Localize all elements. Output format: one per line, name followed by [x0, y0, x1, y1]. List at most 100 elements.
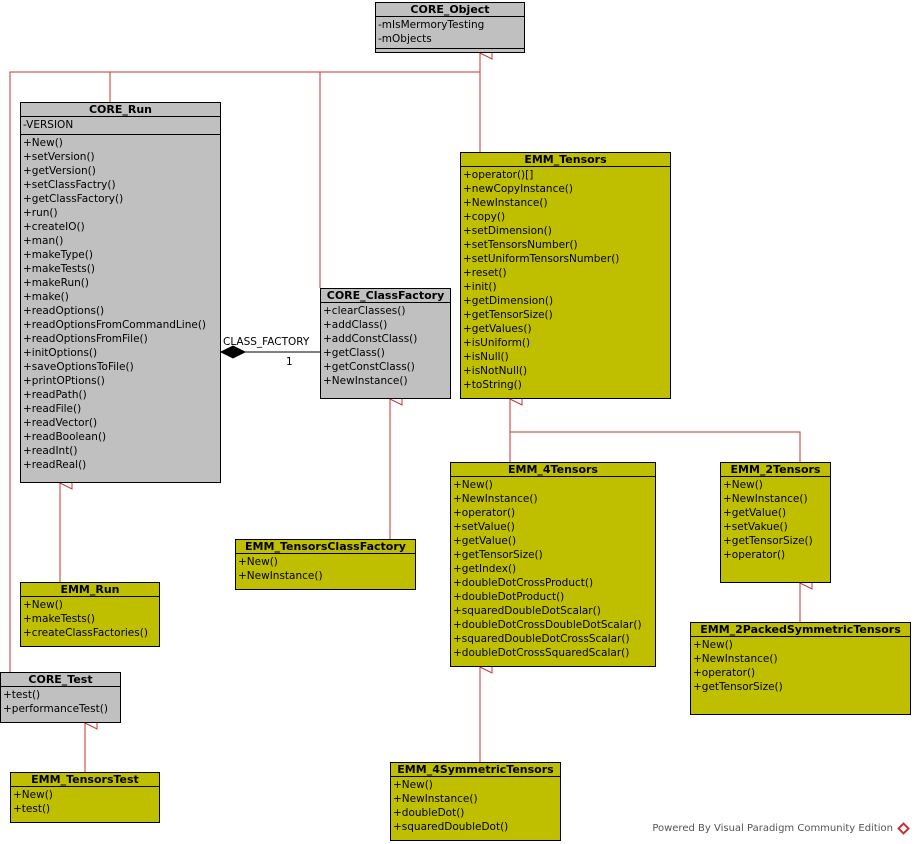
operation: +doubleDotCrossDoubleDotScalar() — [453, 619, 642, 631]
operation: +isNull() — [463, 351, 509, 363]
class-core-test[interactable]: CORE_Test +test() +performanceTest() — [0, 672, 121, 723]
operation: +getClass() — [323, 347, 385, 359]
attribute-compartment: -mIsMermoryTesting -mObjects — [376, 17, 524, 49]
class-name: EMM_TensorsTest — [11, 773, 159, 787]
operation: +printOPtions() — [23, 375, 105, 387]
operation: +getValues() — [463, 323, 532, 335]
operation: +clearClasses() — [323, 305, 406, 317]
operation: +getClassFactory() — [23, 193, 124, 205]
operation: +New() — [13, 789, 53, 801]
operation: +reset() — [463, 267, 507, 279]
class-core-run[interactable]: CORE_Run -VERSION +New()+setVersion()+getV… — [20, 102, 221, 483]
operation: +readReal() — [23, 459, 87, 471]
operation: +test() — [3, 689, 41, 701]
operation: +readOptionsFromCommandLine() — [23, 319, 207, 331]
operation: +NewInstance() — [723, 493, 808, 505]
operation: +New() — [238, 556, 278, 568]
operation: +getTensorSize() — [453, 549, 543, 561]
operation-compartment: +New() +NewInstance() +getValue() +setVakue… — [721, 477, 830, 563]
operation: +setClassFactry() — [23, 179, 116, 191]
class-name: CORE_Test — [1, 673, 120, 687]
operation: +getTensorSize() — [693, 681, 783, 693]
operation: +make() — [23, 291, 69, 303]
operation: +readOptionsFromFile() — [23, 333, 148, 345]
operation: +readInt() — [23, 445, 78, 457]
operation: +readVector() — [23, 417, 98, 429]
operation-compartment: +New() +makeTests() +createClassFactories(… — [21, 597, 159, 641]
class-emm-2tensors[interactable]: EMM_2Tensors +New() +NewInstance() +getValu… — [720, 462, 831, 583]
footer-text: Powered By Visual Paradigm Community Edi… — [652, 823, 893, 834]
composition-diamond — [219, 345, 247, 359]
operation: +operator() — [693, 667, 756, 679]
operation: +getTensorSize() — [723, 535, 813, 547]
operation-compartment: +New()+NewInstance()+doubleDot()+squared… — [391, 777, 560, 835]
class-emm-tensorsclassfactory[interactable]: EMM_TensorsClassFactory+New()+NewInstanc… — [235, 539, 416, 590]
operation: +makeTests() — [23, 263, 95, 275]
class-name: EMM_Run — [21, 583, 159, 597]
operation: +New() — [693, 639, 733, 651]
operation-compartment: +clearClasses()+addClass()+addConstClass… — [321, 303, 450, 389]
operation: +New() — [393, 779, 433, 791]
class-emm-4symmetrictensors[interactable]: EMM_4SymmetricTensors+New()+NewInstance(… — [390, 762, 561, 841]
operation: +run() — [23, 207, 58, 219]
operation: +setDimension() — [463, 225, 552, 237]
operation: +operator() — [453, 507, 516, 519]
operation: +NewInstance() — [693, 653, 778, 665]
class-emm-run[interactable]: EMM_Run +New() +makeTests() +createClassFac… — [20, 582, 160, 647]
operation: +getIndex() — [453, 563, 517, 575]
operation: +operator() — [723, 549, 786, 561]
operation: +squaredDoubleDotScalar() — [453, 605, 601, 617]
operation: +doubleDot() — [393, 807, 465, 819]
operation: +newCopyInstance() — [463, 183, 573, 195]
operation: +toString() — [463, 379, 522, 391]
association-multiplicity-label: 1 — [286, 356, 293, 368]
class-core-classfactory[interactable]: CORE_ClassFactory+clearClasses()+addClas… — [320, 288, 451, 399]
operation: +NewInstance() — [453, 493, 538, 505]
operation: +performanceTest() — [3, 703, 108, 715]
operation: +isUniform() — [463, 337, 531, 349]
attribute: -VERSION — [23, 119, 74, 131]
operation: +makeType() — [23, 249, 93, 261]
class-name: EMM_4Tensors — [451, 463, 655, 477]
operation: +initOptions() — [23, 347, 98, 359]
operation: +getDimension() — [463, 295, 554, 307]
operation-compartment: +operator()[]+newCopyInstance()+NewInsta… — [461, 167, 670, 393]
operation-compartment: +New()+setVersion()+getVersion()+setClas… — [21, 135, 220, 473]
operation: +doubleDotCrossSquaredScalar() — [453, 647, 630, 659]
operation: +New() — [723, 479, 763, 491]
operation: +getValue() — [723, 507, 787, 519]
edge-core-run-to-core-object — [109, 53, 480, 102]
operation: +readOptions() — [23, 305, 105, 317]
operation: +createClassFactories() — [23, 627, 148, 639]
operation: +readPath() — [23, 389, 87, 401]
footer-credit: Powered By Visual Paradigm Community Edi… — [652, 822, 910, 835]
operation: +setVakue() — [723, 521, 788, 533]
operation-compartment: +New() +NewInstance() +operator() +getTenso… — [691, 637, 910, 695]
operation: +NewInstance() — [238, 570, 323, 582]
visual-paradigm-logo-icon — [897, 822, 910, 835]
operation: +copy() — [463, 211, 506, 223]
operation: +New() — [23, 599, 63, 611]
operation: +readFile() — [23, 403, 82, 415]
operation: +setUniformTensorsNumber() — [463, 253, 620, 265]
operation: +makeTests() — [23, 613, 95, 625]
operation: +getValue() — [453, 535, 517, 547]
operation: +doubleDotProduct() — [453, 591, 565, 603]
operation: +operator()[] — [463, 169, 534, 181]
attribute: -mObjects — [378, 33, 432, 45]
class-emm-4tensors[interactable]: EMM_4Tensors +New() +NewInstance() +operato… — [450, 462, 656, 667]
operation: +readBoolean() — [23, 431, 107, 443]
association-role-label: CLASS_FACTORY — [223, 336, 310, 348]
operation: +addConstClass() — [323, 333, 418, 345]
class-name: CORE_Run — [21, 103, 220, 117]
class-emm-tensors[interactable]: EMM_Tensors+operator()[]+newCopyInstance… — [460, 152, 671, 399]
class-name: EMM_2Tensors — [721, 463, 830, 477]
operation: +New() — [453, 479, 493, 491]
operation: +setTensorsNumber() — [463, 239, 578, 251]
class-emm-2packedsymmetrictensors[interactable]: EMM_2PackedSymmetricTensors+New()+NewIns… — [690, 622, 911, 715]
attribute: -mIsMermoryTesting — [378, 19, 485, 31]
class-core-object[interactable]: CORE_Object-mIsMermoryTesting-mObjects — [375, 2, 525, 53]
operation: +makeRun() — [23, 277, 89, 289]
class-emm-tensorstest[interactable]: EMM_TensorsTest+New()+test() — [10, 772, 160, 823]
